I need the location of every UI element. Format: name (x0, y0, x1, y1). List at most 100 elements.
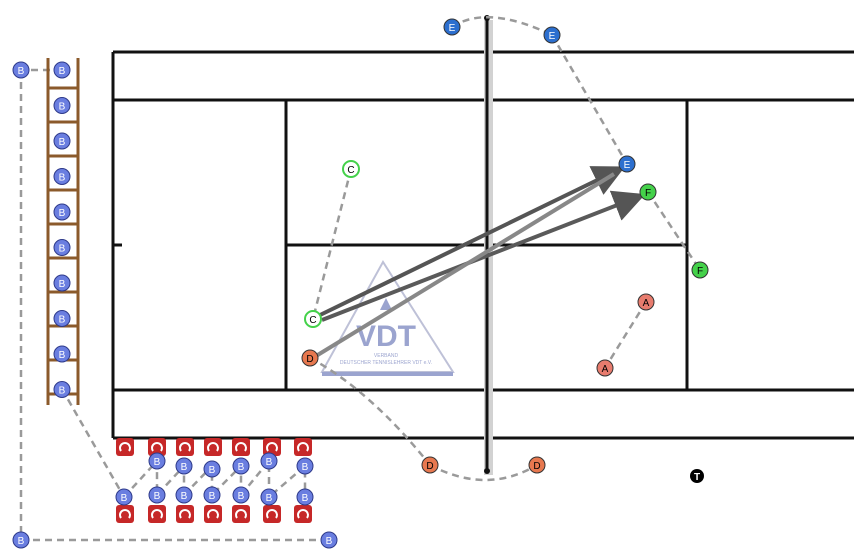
movement-paths (19, 15, 702, 542)
svg-text:E: E (449, 23, 456, 34)
path-cone-zig-2 (183, 462, 243, 499)
cone (176, 438, 194, 456)
path-cone-zig-1 (123, 457, 186, 499)
ball-markers: B B B B B B B B B B B B B B B B B B B B B B B B B B (12, 61, 338, 549)
svg-text:B: B (18, 536, 25, 547)
player-e-top-right: E (543, 26, 561, 44)
players: E E E F F C C D (301, 18, 709, 483)
arrow-c-to-f (321, 190, 646, 322)
svg-text:B: B (238, 491, 245, 502)
ball-marker-b: B (296, 457, 314, 475)
svg-text:C: C (309, 315, 316, 326)
cone (204, 505, 222, 523)
path-ladder-to-cones (60, 388, 126, 498)
ball-marker-b: B (53, 168, 71, 185)
tennis-court (111, 50, 854, 440)
ball-marker-b: B (12, 531, 30, 549)
agility-ladder (46, 58, 80, 405)
player-a-end: A (596, 359, 614, 377)
svg-text:B: B (302, 462, 309, 473)
ball-marker-b: B (175, 457, 193, 475)
ball-marker-b: B (53, 310, 71, 327)
ball-marker-b: B (53, 61, 71, 79)
ball-arrows (314, 166, 646, 358)
svg-text:B: B (209, 465, 216, 476)
svg-text:B: B (266, 493, 273, 504)
cone (294, 438, 312, 456)
player-e-top-left: E (443, 18, 461, 36)
svg-text:B: B (266, 457, 273, 468)
svg-text:F: F (697, 266, 703, 277)
svg-text:B: B (59, 350, 66, 361)
svg-text:A: A (602, 364, 609, 375)
svg-text:B: B (326, 536, 333, 547)
ball-marker-b: B (260, 452, 278, 470)
watermark-subtitle-1: VERBAND (374, 353, 399, 359)
svg-text:E: E (624, 160, 631, 171)
cone (232, 505, 250, 523)
ball-marker-b: B (12, 61, 30, 79)
cone (232, 438, 250, 456)
svg-text:B: B (181, 462, 188, 473)
path-d-to-orange (309, 356, 431, 466)
player-f-court: F (639, 183, 657, 201)
ball-marker-b: B (53, 239, 71, 256)
svg-text:B: B (59, 102, 66, 113)
path-blue-to-court (550, 34, 629, 165)
svg-text:B: B (154, 491, 161, 502)
ball-marker-b: B (53, 381, 71, 398)
ball-marker-b: B (232, 457, 250, 475)
svg-text:B: B (238, 462, 245, 473)
path-green-f (646, 191, 702, 271)
svg-text:B: B (59, 208, 66, 219)
svg-text:B: B (181, 491, 188, 502)
svg-text:B: B (59, 244, 66, 255)
player-c-end: C (304, 310, 322, 328)
svg-text:C: C (347, 165, 354, 176)
player-a-start: A (637, 293, 655, 311)
ball-marker-b: B (175, 486, 193, 504)
cone-rows (116, 438, 312, 523)
player-d-court: D (301, 349, 319, 367)
ball-marker-b: B (115, 488, 133, 506)
cone (263, 505, 281, 523)
watermark-subtitle-2: DEUTSCHER TENNISLEHRER VDT e.V. (340, 360, 432, 366)
player-d-below-left: D (421, 456, 439, 474)
arrow-d-to-e (314, 172, 616, 358)
ball-marker-b: B (260, 488, 278, 506)
arrow-c-to-e (317, 166, 626, 318)
svg-text:E: E (549, 31, 556, 42)
ball-marker-b: B (203, 460, 221, 478)
path-a (603, 301, 648, 369)
cone (263, 438, 281, 456)
svg-text:B: B (59, 386, 66, 397)
svg-text:B: B (59, 173, 66, 184)
svg-text:B: B (59, 279, 66, 290)
player-c-start: C (342, 160, 360, 178)
cone (204, 438, 222, 456)
path-cone-zig-3 (240, 457, 307, 500)
svg-text:B: B (121, 493, 128, 504)
svg-text:A: A (643, 298, 650, 309)
svg-text:D: D (426, 461, 433, 472)
svg-text:B: B (59, 137, 66, 148)
path-orange-under-net (429, 463, 538, 482)
ball-marker-b: B (53, 274, 71, 292)
cone (116, 505, 134, 523)
player-d-below-right: D (528, 456, 546, 474)
svg-text:B: B (18, 66, 25, 77)
svg-text:F: F (645, 188, 651, 199)
ball-marker-b: B (296, 488, 314, 506)
cone (116, 438, 134, 456)
ball-marker-b: B (53, 97, 71, 114)
ball-marker-b: B (53, 345, 71, 363)
ball-marker-b: B (203, 486, 221, 504)
ball-marker-b: B (148, 486, 166, 504)
path-blue-over-net (451, 15, 553, 37)
svg-text:B: B (59, 315, 66, 326)
svg-text:T: T (694, 472, 700, 483)
vdt-watermark-logo: VDT VERBAND DEUTSCHER TENNISLEHRER VDT e… (320, 260, 455, 376)
ball-marker-b: B (148, 452, 166, 470)
cone (148, 505, 166, 523)
